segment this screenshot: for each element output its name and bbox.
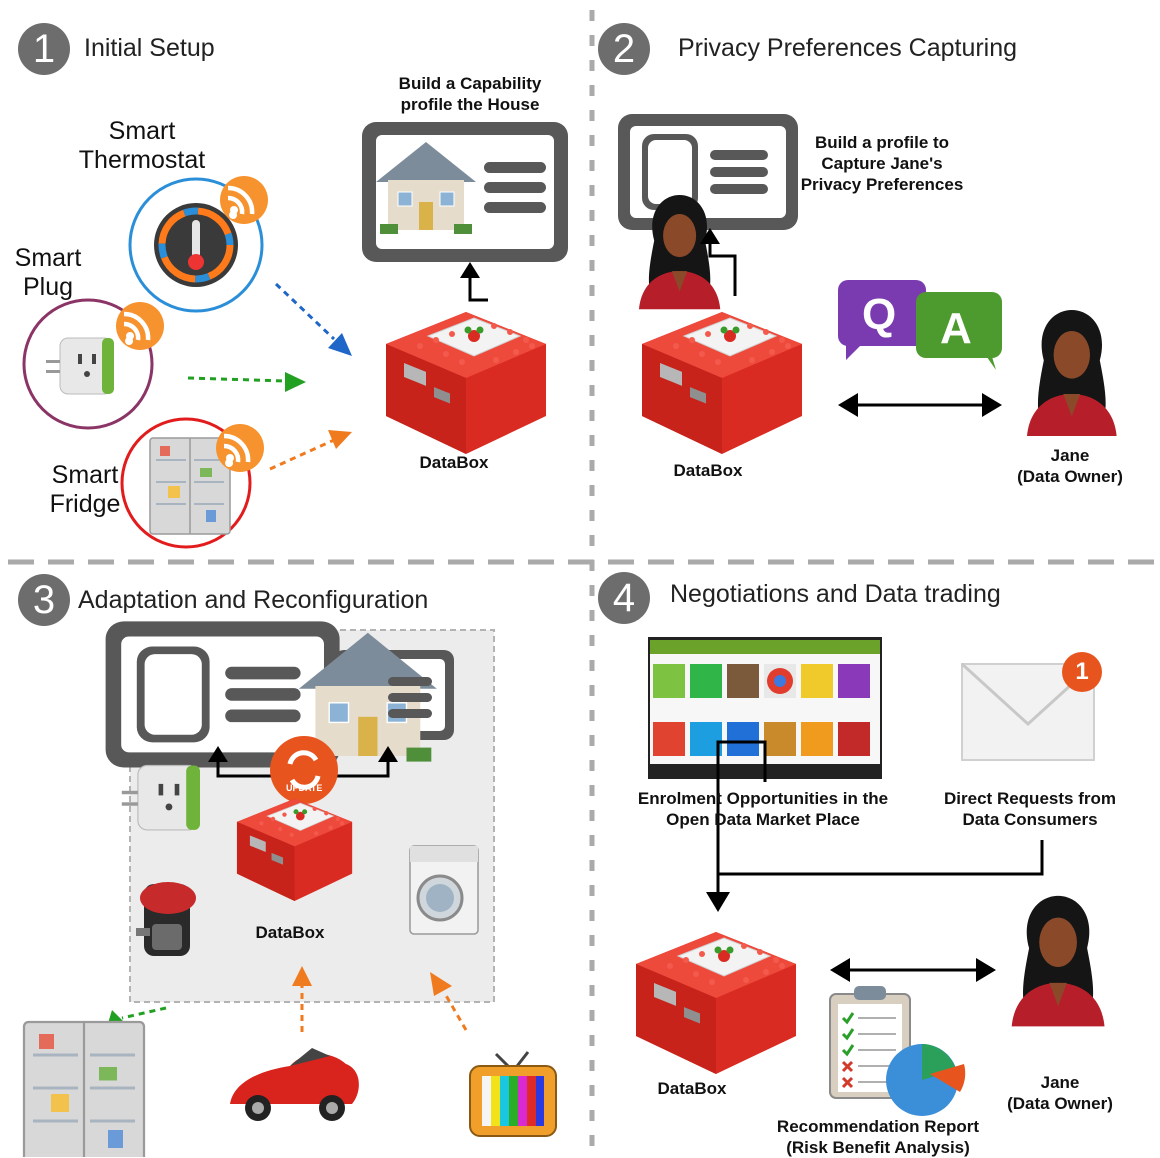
notification-badge: 1 [1062, 652, 1102, 692]
databox-label-3: DataBox [255, 923, 325, 942]
step-badge-2: 2 [598, 23, 650, 75]
answer-letter: A [940, 304, 972, 353]
jane-label-1: Jane(Data Owner) [1017, 446, 1123, 486]
recommendation-report-label: Recommendation Report(Risk Benefit Analy… [776, 1117, 980, 1157]
databox-label-2: DataBox [673, 461, 743, 480]
databox-label-4: DataBox [657, 1079, 727, 1098]
question-letter: Q [862, 290, 897, 339]
step-badge-3: 3 [18, 574, 70, 626]
panel-title-2: Privacy Preferences Capturing [678, 34, 1018, 62]
step-badge-4: 4 [598, 572, 650, 624]
update-label: UPDATE [286, 783, 323, 793]
panel-title-3: Adaptation and Reconfiguration [78, 586, 429, 614]
panel-title-1: Initial Setup [84, 34, 215, 62]
panel-title-4: Negotiations and Data trading [670, 580, 1001, 608]
databox-label-1: DataBox [419, 453, 489, 472]
jane-label-2: Jane(Data Owner) [1007, 1073, 1113, 1113]
step-badge-1: 1 [18, 23, 70, 75]
